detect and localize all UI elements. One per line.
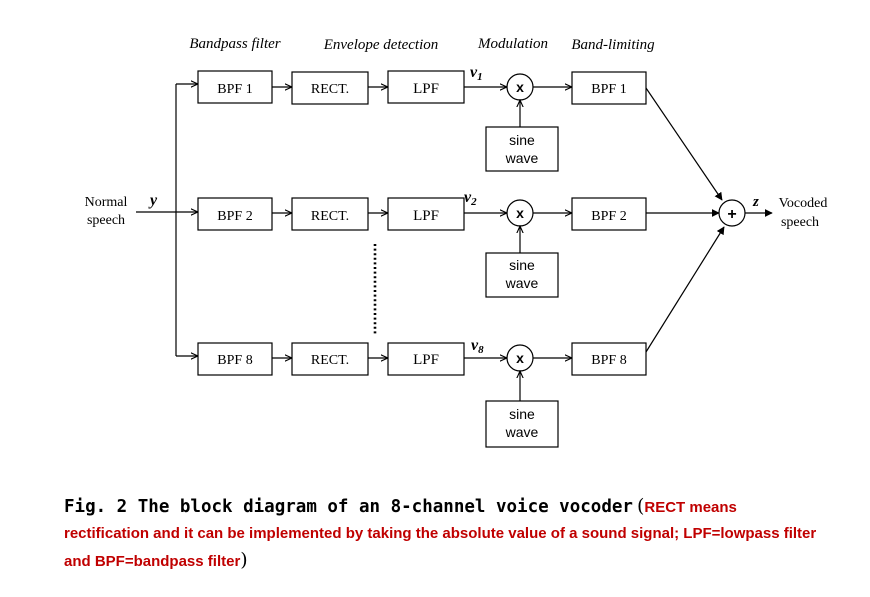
input-label-line1: Normal bbox=[85, 195, 128, 210]
stage-label-modulation: Modulation bbox=[477, 36, 548, 52]
figure-caption: Fig. 2 The block diagram of an 8-channel… bbox=[64, 493, 824, 575]
bpf-out-label-8: BPF 8 bbox=[591, 353, 626, 368]
rect-label-8: RECT. bbox=[311, 353, 349, 368]
channel-1: BPF 1 RECT. LPF v1 x sine wave BPF 1 bbox=[176, 64, 723, 201]
lpf-label-1: LPF bbox=[413, 81, 439, 97]
lpf-label-2: LPF bbox=[413, 208, 439, 224]
caption-note: RECT means rectification and it can be i… bbox=[64, 499, 817, 570]
bpf-out-label-2: BPF 2 bbox=[591, 209, 626, 224]
sine-label-8b: wave bbox=[505, 424, 539, 440]
sine-box-2 bbox=[485, 252, 559, 298]
input-label-line2: speech bbox=[87, 213, 125, 228]
output-label-line1: Vocoded bbox=[779, 196, 828, 211]
rect-label-2: RECT. bbox=[311, 209, 349, 224]
multiplier-symbol-2: x bbox=[516, 205, 524, 221]
stage-label-bandlimit: Band-limiting bbox=[571, 37, 655, 53]
bpf-label-2: BPF 2 bbox=[217, 209, 252, 224]
bpf-box-1 bbox=[197, 70, 273, 104]
bpf-box-8 bbox=[197, 342, 273, 376]
channel-2: BPF 2 RECT. LPF v2 x sine wave BPF 2 bbox=[176, 189, 720, 298]
multiplier-symbol-1: x bbox=[516, 79, 524, 95]
envelope-symbol-2: v2 bbox=[464, 189, 477, 208]
stage-label-envelope: Envelope detection bbox=[323, 37, 439, 53]
envelope-symbol-1: v1 bbox=[470, 64, 483, 83]
sine-box-8 bbox=[485, 400, 559, 448]
sine-label-2a: sine bbox=[509, 257, 535, 273]
bpf-out-box-8 bbox=[571, 342, 647, 376]
caption-open-paren: ( bbox=[636, 495, 645, 517]
rect-box-2 bbox=[291, 197, 369, 231]
arrow-bpfout8-to-sum bbox=[645, 226, 725, 353]
lpf-box-8 bbox=[387, 342, 465, 376]
vocoder-block-diagram: Bandpass filter Envelope detection Modul… bbox=[85, 36, 828, 448]
rect-box-8 bbox=[291, 342, 369, 376]
sine-label-8a: sine bbox=[509, 406, 535, 422]
caption-close-paren: ) bbox=[240, 549, 248, 571]
lpf-label-8: LPF bbox=[413, 352, 439, 368]
envelope-symbol-8: v8 bbox=[471, 337, 484, 356]
channel-8: BPF 8 RECT. LPF v8 x sine wave BPF 8 bbox=[176, 226, 725, 448]
stage-label-bandpass: Bandpass filter bbox=[189, 36, 280, 52]
input-symbol: y bbox=[148, 192, 158, 209]
sine-box-1 bbox=[485, 126, 559, 172]
sine-label-2b: wave bbox=[505, 275, 539, 291]
bpf-out-box-1 bbox=[571, 71, 647, 105]
sine-label-1b: wave bbox=[505, 150, 539, 166]
output-label-line2: speech bbox=[781, 215, 819, 230]
lpf-box-1 bbox=[387, 70, 465, 104]
sine-label-1a: sine bbox=[509, 132, 535, 148]
bpf-out-label-1: BPF 1 bbox=[591, 82, 626, 97]
multiplier-symbol-8: x bbox=[516, 350, 524, 366]
arrow-bpfout1-to-sum bbox=[645, 87, 723, 201]
bpf-label-1: BPF 1 bbox=[217, 82, 252, 97]
caption-main: Fig. 2 The block diagram of an 8-channel… bbox=[64, 497, 633, 517]
rect-label-1: RECT. bbox=[311, 82, 349, 97]
rect-box-1 bbox=[291, 71, 369, 105]
summing-symbol: + bbox=[727, 206, 736, 223]
lpf-box-2 bbox=[387, 197, 465, 231]
bpf-label-8: BPF 8 bbox=[217, 353, 252, 368]
bpf-out-box-2 bbox=[571, 197, 647, 231]
bpf-box-2 bbox=[197, 197, 273, 231]
output-symbol: z bbox=[752, 194, 759, 210]
